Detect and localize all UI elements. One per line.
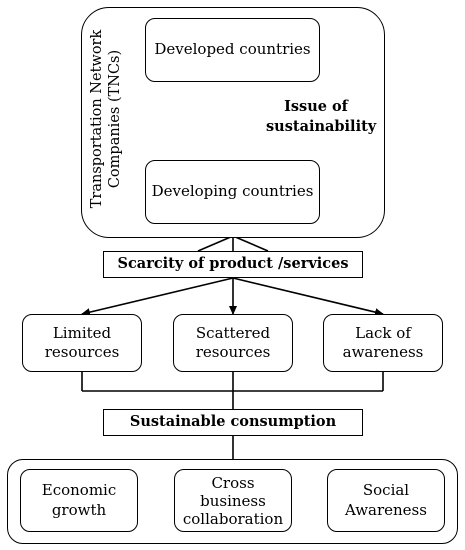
tnc-to-scarcity-left (197, 235, 234, 252)
cross-business-collaboration-box: Cross business collaboration (174, 469, 292, 532)
social-awareness-box: Social Awareness (327, 469, 445, 532)
developed-countries-box: Developed countries (145, 18, 320, 82)
economic-growth-box: Economic growth (20, 469, 138, 532)
cross-business-collaboration-label: Cross business collaboration (182, 473, 284, 528)
limited-resources-label: Limited resources (44, 323, 120, 362)
sustainable-consumption-label: Sustainable consumption (129, 413, 337, 431)
tncs-side-label: Transportation Network Companies (TNCs) (88, 30, 124, 209)
tncs-side-label-line1: Transportation Network (88, 29, 105, 209)
scarcity-to-limited-arrow (81, 277, 234, 317)
developing-countries-label: Developing countries (151, 182, 314, 201)
sustainable-consumption-box: Sustainable consumption (103, 409, 363, 436)
limited-resources-box: Limited resources (22, 314, 142, 372)
tncs-side-label-line2: Companies (TNCs) (107, 49, 123, 189)
lack-of-awareness-box: Lack of awareness (323, 314, 443, 372)
scarcity-box: Scarcity of product /services (103, 251, 363, 278)
scarcity-label: Scarcity of product /services (117, 255, 349, 273)
issue-of-sustainability-label: Issue of sustainability (266, 98, 377, 135)
scattered-resources-box: Scattered resources (173, 314, 293, 372)
developed-countries-label: Developed countries (154, 40, 311, 59)
developing-countries-box: Developing countries (145, 160, 320, 224)
scattered-resources-label: Scattered resources (195, 323, 271, 362)
scarcity-to-lack-arrow (232, 277, 384, 317)
lack-of-awareness-label: Lack of awareness (342, 323, 424, 362)
social-awareness-label: Social Awareness (345, 481, 427, 519)
economic-growth-label: Economic growth (41, 481, 117, 519)
tnc-to-scarcity-right (232, 235, 269, 252)
